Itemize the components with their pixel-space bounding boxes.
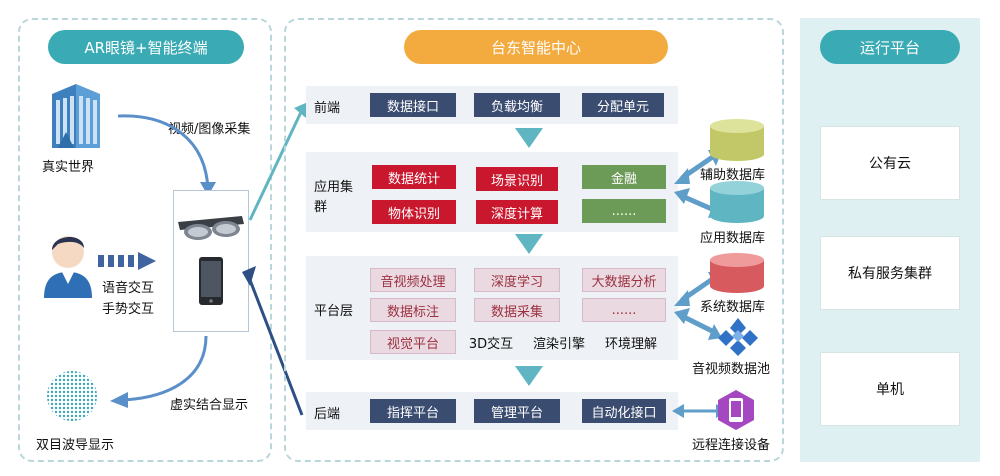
app-cluster-label-1: 应用集 <box>314 180 354 195</box>
vision-platform-box: 视觉平台 <box>370 330 456 354</box>
backend-label: 后端 <box>314 407 341 422</box>
allocation-unit-box: 分配单元 <box>582 93 664 117</box>
3d-interaction-text: 3D交互 <box>468 336 514 352</box>
av-processing-box: 音视频处理 <box>370 268 456 292</box>
app-database-label: 应用数据库 <box>700 231 766 246</box>
input-arrow-icon <box>98 252 156 270</box>
smartphone-icon <box>199 257 223 305</box>
remote-device-icon <box>718 390 754 430</box>
data-interface-box: 数据接口 <box>370 93 456 117</box>
big-data-box: 大数据分析 <box>582 268 666 292</box>
aux-database-label: 辅助数据库 <box>700 168 766 183</box>
aux-database-icon <box>710 119 764 161</box>
down-arrow-icon <box>515 366 543 386</box>
system-database-icon <box>710 253 764 293</box>
app-database-icon <box>710 181 764 223</box>
management-platform-box: 管理平台 <box>474 399 560 423</box>
system-database-label: 系统数据库 <box>700 300 766 315</box>
data-collection-box: 数据采集 <box>474 298 560 322</box>
down-arrow-icon <box>515 128 543 148</box>
av-datapool-icon <box>718 318 758 356</box>
private-cluster-box: 私有服务集群 <box>820 236 960 310</box>
command-platform-box: 指挥平台 <box>370 399 456 423</box>
public-cloud-box: 公有云 <box>820 126 960 200</box>
display-arrow-icon <box>110 335 208 408</box>
ar-terminal-title: AR眼镜+智能终端 <box>48 30 244 64</box>
data-statistics-box: 数据统计 <box>372 165 456 189</box>
building-icon <box>52 84 100 148</box>
connector-arrows-icon <box>242 102 308 416</box>
platform-label: 平台层 <box>314 304 354 319</box>
env-understanding-text: 环境理解 <box>604 336 657 352</box>
center-panel <box>284 18 784 462</box>
down-arrow-icon <box>515 234 543 254</box>
deep-learning-box: 深度学习 <box>474 268 560 292</box>
app-cluster-label-2: 群 <box>314 200 328 215</box>
load-balance-box: 负载均衡 <box>474 93 560 117</box>
av-datapool-label: 音视频数据池 <box>692 362 771 377</box>
app-more-box: ...... <box>582 199 666 223</box>
standalone-box: 单机 <box>820 352 960 426</box>
run-platform-title: 运行平台 <box>820 30 960 64</box>
capture-label: 视频/图像采集 <box>168 122 251 137</box>
ar-glasses-icon <box>178 216 244 240</box>
finance-box: 金融 <box>582 165 666 189</box>
mixed-display-label: 虚实结合显示 <box>170 398 249 413</box>
platform-more-box: ...... <box>582 298 666 322</box>
data-annotation-box: 数据标注 <box>370 298 456 322</box>
gesture-interaction-label: 手势交互 <box>102 302 155 317</box>
voice-interaction-label: 语音交互 <box>102 281 155 296</box>
center-title: 台东智能中心 <box>404 30 668 64</box>
binocular-display-label: 双目波导显示 <box>36 438 115 453</box>
depth-compute-box: 深度计算 <box>476 200 558 224</box>
real-world-label: 真实世界 <box>42 160 95 175</box>
frontend-label: 前端 <box>314 101 341 116</box>
left-panel <box>18 18 272 462</box>
render-engine-text: 渲染引擎 <box>532 336 585 352</box>
waveguide-icon <box>47 371 97 421</box>
object-recognition-box: 物体识别 <box>372 200 456 224</box>
automation-interface-box: 自动化接口 <box>582 399 666 423</box>
remote-device-label: 远程连接设备 <box>692 438 771 453</box>
capture-arrow-icon <box>117 114 216 196</box>
person-icon <box>44 236 92 298</box>
scene-recognition-box: 场景识别 <box>476 167 558 191</box>
